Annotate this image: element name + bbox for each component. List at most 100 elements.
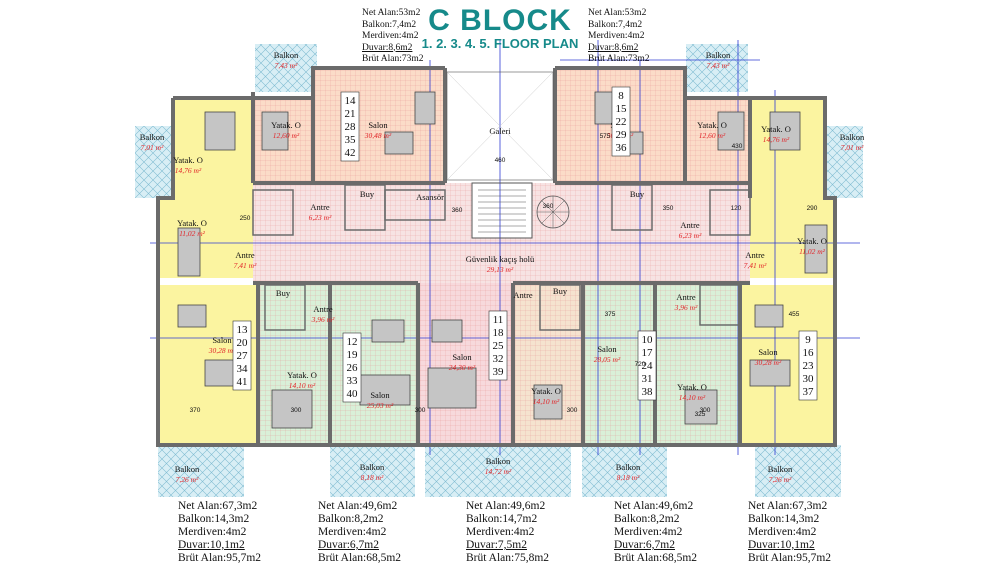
stair-number: 25	[493, 340, 505, 352]
stair-number: 31	[642, 373, 653, 385]
room-label: Yatak. O	[287, 370, 317, 380]
stair-number-box	[798, 330, 818, 401]
dimension-label: 455	[789, 311, 800, 318]
stair-number: 15	[616, 103, 628, 115]
room-area: 3,96 m²	[674, 303, 698, 312]
room-label: Balkon	[175, 464, 200, 474]
stair-number: 36	[616, 142, 628, 154]
room-label: Yatak. O	[173, 155, 203, 165]
room-label: Salon	[370, 390, 390, 400]
stair-number: 42	[345, 147, 356, 159]
room-area: 6,23 m²	[679, 231, 702, 240]
stair-number: 13	[237, 324, 249, 336]
stair-number: 24	[642, 360, 654, 372]
stair-number: 40	[347, 388, 359, 400]
room-area: 8,18 m²	[617, 473, 640, 482]
room-area: 29,13 m²	[487, 265, 514, 274]
stairwell	[446, 71, 570, 239]
room-area: 14,10 m²	[679, 393, 706, 402]
room-area: 7,26 m²	[769, 475, 792, 484]
dimension-label: 360	[543, 203, 554, 210]
stair-number: 34	[237, 363, 249, 375]
room-label: Salon	[597, 344, 617, 354]
plan-subtitle: 1. 2. 3. 4. 5. FLOOR PLAN	[421, 36, 579, 51]
room-label: Antre	[313, 304, 333, 314]
room-label: Salon	[368, 120, 388, 130]
dimension-label: 250	[240, 215, 251, 222]
room-area: 12,60 m²	[699, 131, 726, 140]
dimension-label: 460	[495, 157, 506, 164]
stair-number: 37	[803, 386, 815, 398]
room-area: 24,30 m²	[449, 363, 476, 372]
stair-number-box	[488, 310, 508, 381]
room-label: Antre	[310, 202, 330, 212]
room-label: Balkon	[274, 50, 299, 60]
room-area: 7,43 m²	[707, 61, 730, 70]
stair-number: 20	[237, 337, 249, 349]
room-area: 6,23 m²	[309, 213, 332, 222]
stair-number: 23	[803, 360, 815, 372]
room-area: 12,60 m²	[273, 131, 300, 140]
room-area: 7,26 m²	[176, 475, 199, 484]
room-label: Balkon	[840, 132, 865, 142]
dimension-label: 575	[600, 133, 611, 140]
stair-number: 10	[642, 334, 654, 346]
stair-number-box	[232, 320, 252, 391]
dimension-label: 120	[731, 205, 742, 212]
dimension-label: 350	[663, 205, 674, 212]
stair-number: 22	[616, 116, 627, 128]
stair-number: 8	[618, 90, 624, 102]
stair-number: 41	[237, 376, 248, 388]
stair-number: 18	[493, 327, 505, 339]
stair-number: 14	[345, 95, 357, 107]
stair-number: 38	[642, 386, 654, 398]
room-label: Salon	[758, 347, 778, 357]
room-label: Balkon	[616, 462, 641, 472]
dimension-label: 300	[415, 407, 426, 414]
room-label: Güvenlik kaçış holü	[466, 254, 535, 264]
room-area: 30,48 m²	[364, 131, 392, 140]
room-label: Yatak. O	[177, 218, 207, 228]
stair-number: 26	[347, 362, 359, 374]
dimension-label: 360	[452, 207, 463, 214]
dimension-label: 370	[190, 407, 201, 414]
stair-number: 12	[347, 336, 358, 348]
stair-number: 9	[805, 334, 811, 346]
room-area: 30,28 m²	[208, 346, 236, 355]
stair-number: 11	[493, 314, 504, 326]
dimension-label: 300	[567, 407, 578, 414]
stair-number: 19	[347, 349, 359, 361]
stair-number-box	[637, 330, 657, 401]
stair-number: 29	[616, 129, 628, 141]
room-area: 14,10 m²	[533, 397, 560, 406]
room-label: Galeri	[489, 126, 511, 136]
room-label: Balkon	[706, 50, 731, 60]
room-area: 7,41 m²	[744, 261, 767, 270]
room-label: Antre	[235, 250, 255, 260]
room-area: 25,03 m²	[367, 401, 394, 410]
stair-number-box	[611, 86, 631, 157]
room-label: Yatak. O	[677, 382, 707, 392]
room-area: 14,10 m²	[289, 381, 316, 390]
room-label: Yatak. O	[797, 236, 827, 246]
dimension-label: 325	[695, 411, 706, 418]
dimension-label: 430	[732, 143, 743, 150]
furniture	[177, 91, 828, 429]
room-area: 28,05 m²	[594, 355, 621, 364]
stair-number: 16	[803, 347, 815, 359]
room-area: 14,76 m²	[175, 166, 202, 175]
room-label: Buy	[360, 189, 375, 199]
room-label: Buy	[553, 286, 568, 296]
room-label: Salon	[212, 335, 232, 345]
dimension-label: 290	[807, 205, 818, 212]
dimension-label: 375	[605, 311, 616, 318]
plan-title: C BLOCK	[428, 4, 572, 37]
room-label: Antre	[676, 292, 696, 302]
room-area: 11,02 m²	[179, 229, 206, 238]
stair-number-box	[340, 91, 360, 162]
